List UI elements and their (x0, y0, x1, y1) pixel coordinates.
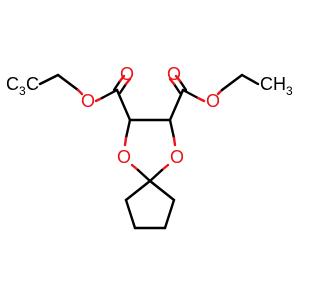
bond-c5-o3-red (172, 136, 177, 147)
bond-c-o-double-left-a (112, 79, 122, 92)
bond-cp-2 (124, 198, 137, 230)
bond-o3-spiro (148, 168, 164, 183)
bond-c-ring-left (115, 88, 132, 122)
bond-cp-4 (163, 198, 176, 230)
bond-c-ring-right (168, 88, 185, 122)
methyl-left-subscript: 3 (19, 84, 26, 98)
methyl-right-c: C (260, 74, 273, 94)
bond-c-o-double-right-b-red (174, 74, 182, 83)
bond-ch3-ch2-left (38, 73, 60, 86)
bond-cp-5 (148, 179, 176, 202)
oxygen-ring-left: O (117, 147, 131, 167)
bond-c-o-double-right-b (178, 79, 188, 92)
bond-o1-spiro-red (130, 163, 140, 172)
bond-ch2-o-left (56, 73, 80, 92)
bond-c-o-double-left-a-red (118, 74, 126, 83)
bond-o-c-left (100, 88, 119, 100)
oxygen-ring-right: O (170, 147, 184, 167)
bond-c-o-double-left-b (118, 82, 128, 95)
oxygen-carbonyl-right: O (167, 64, 181, 84)
bond-o3-spiro-red (160, 163, 170, 172)
oxygen-carbonyl-left: O (120, 64, 134, 84)
bond-ch2-ch3-right (240, 73, 260, 86)
bond-c-o-right (181, 88, 200, 100)
bond-c4-o1-red (123, 136, 128, 147)
bond-c-o-double-left-b-red (124, 77, 132, 86)
molecule-drawing: C 3 C C H 3 O O O O O O (6, 64, 293, 230)
bond-o1-spiro (136, 168, 152, 183)
methyl-right-subscript: 3 (286, 84, 293, 98)
methyl-left-h: C (6, 74, 19, 94)
oxygen-ester-left: O (81, 91, 95, 111)
methyl-right-h: H (273, 74, 286, 94)
bond-o-ch2-right (220, 73, 244, 92)
bond-c-o-double-right-a-red (168, 77, 176, 86)
bond-c-o-double-right-a (172, 82, 182, 95)
methyl-left-c: C (26, 74, 39, 94)
bond-c-o-right-red (196, 96, 206, 103)
bond-cp-1 (124, 179, 152, 202)
bond-c4-o1 (124, 118, 132, 140)
bond-c5-o3 (168, 118, 176, 140)
structure-canvas: C 3 C C H 3 O O O O O O (6, 64, 293, 230)
oxygen-ester-right: O (206, 91, 220, 111)
bond-ch2-o-left-red (76, 88, 84, 96)
